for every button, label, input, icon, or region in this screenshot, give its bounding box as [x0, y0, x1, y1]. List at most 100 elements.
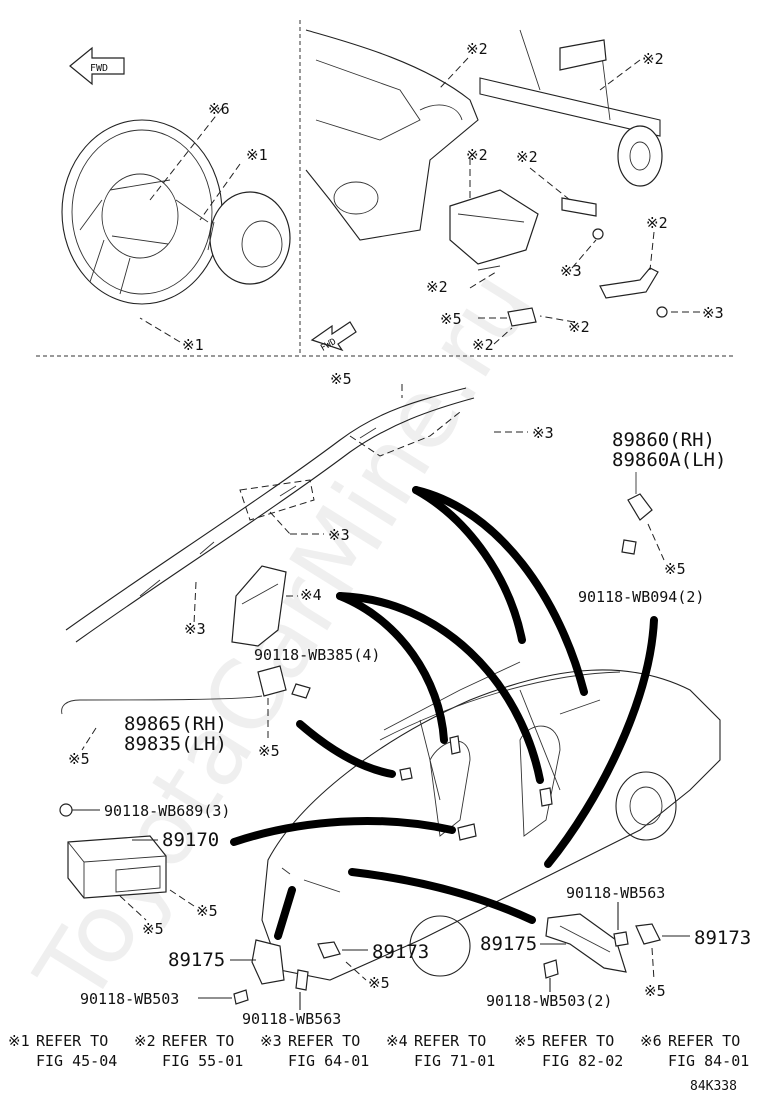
seat-belt-sensor: [61, 665, 311, 715]
legend-text: REFER TO: [288, 1032, 360, 1050]
front-sensor-right: [543, 923, 661, 979]
callout-3-bracket: ※3: [560, 262, 582, 280]
callout-5-belt-sensor: ※5: [258, 742, 280, 760]
legend-text: REFER TO: [162, 1032, 234, 1050]
callout-2-bottom: ※2: [472, 336, 494, 354]
label-wb563-left: 90118-WB563: [242, 1010, 341, 1028]
callout-5-ecu-left: ※5: [142, 920, 164, 938]
label-89860a-lh: 89860A(LH): [612, 449, 726, 471]
legend-fig: FIG 45-04: [36, 1052, 117, 1070]
vehicle-harness-parts: [383, 661, 601, 841]
label-wb563-right: 90118-WB563: [566, 884, 665, 902]
callout-2-lower: ※2: [426, 278, 448, 296]
pointer-seat-airbag-1: [336, 592, 448, 744]
legend-text: REFER TO: [36, 1032, 108, 1050]
brackets: [477, 197, 668, 327]
callout-3-curtain-top: ※3: [532, 424, 554, 442]
cross-beam: [479, 29, 663, 187]
legend-mark: ※2: [134, 1032, 156, 1050]
legend-item-4: ※4 REFER TO FIG 71-01: [386, 1032, 495, 1070]
callout-3-curtain-mid: ※3: [328, 526, 350, 544]
steering-airbag-module: [207, 191, 291, 285]
legend-fig: FIG 55-01: [162, 1052, 243, 1070]
pointer-front-left: [274, 886, 296, 940]
callout-6-wheel: ※6: [208, 100, 230, 118]
label-wb689: 90118-WB689(3): [104, 802, 230, 820]
callout-5-curtain: ※5: [330, 370, 352, 388]
passenger-airbag: [449, 189, 539, 265]
legend-mark: ※4: [386, 1032, 408, 1050]
legend-fig: FIG 71-01: [414, 1052, 495, 1070]
legend-fig: FIG 82-02: [542, 1052, 623, 1070]
callout-5-connector: ※5: [68, 750, 90, 768]
pointer-seat-airbag-2: [336, 592, 544, 784]
callout-2-bracket: ※2: [516, 148, 538, 166]
callout-4-seat: ※4: [300, 586, 322, 604]
callout-5-side-sensor: ※5: [664, 560, 686, 578]
callout-1-airbag: ※1: [246, 146, 268, 164]
callout-3-curtain-bottom: ※3: [184, 620, 206, 638]
airbag-ecu: [59, 803, 167, 899]
callout-3-right: ※3: [702, 304, 724, 322]
fwd-arrow-top-right: FWD: [310, 321, 357, 354]
callout-2-panel: ※2: [466, 40, 488, 58]
callout-5-ecu-right: ※5: [196, 902, 218, 920]
side-sensor-rh: [621, 472, 653, 555]
front-sensor-left: [317, 941, 341, 959]
front-sensor-left-bracket: [251, 939, 309, 991]
callout-5-front-right: ※5: [644, 982, 666, 1000]
legend-text: REFER TO: [414, 1032, 486, 1050]
legend-mark: ※1: [8, 1032, 30, 1050]
label-89175-left: 89175: [168, 949, 225, 971]
callout-2-right: ※2: [646, 214, 668, 232]
label-89835-lh: 89835(LH): [124, 733, 227, 755]
label-wb094: 90118-WB094(2): [578, 588, 704, 606]
label-89860-rh: 89860(RH): [612, 429, 715, 451]
callout-2-knee: ※2: [568, 318, 590, 336]
curtain-airbag: [65, 387, 475, 643]
pointer-curtain-1: [412, 486, 526, 644]
label-89173-left: 89173: [372, 941, 429, 963]
legend-item-1: ※1 REFER TO FIG 45-04: [8, 1032, 117, 1070]
vehicle-body: [261, 669, 721, 981]
diagram-code: 84K338: [690, 1079, 737, 1094]
legend-item-3: ※3 REFER TO FIG 64-01: [260, 1032, 369, 1070]
bolt-wb503-left: [233, 989, 249, 1005]
legend-mark: ※3: [260, 1032, 282, 1050]
legend-mark: ※6: [640, 1032, 662, 1050]
legend-fig: FIG 84-01: [668, 1052, 749, 1070]
pointer-side-sensor: [544, 616, 658, 868]
fwd-label: FWD: [90, 63, 108, 74]
legend-text: REFER TO: [542, 1032, 614, 1050]
legend-mark: ※5: [514, 1032, 536, 1050]
label-89865-rh: 89865(RH): [124, 713, 227, 735]
label-89173-right: 89173: [694, 927, 751, 949]
pointer-belt-sensor: [296, 720, 396, 778]
label-89170: 89170: [162, 829, 219, 851]
legend-item-2: ※2 REFER TO FIG 55-01: [134, 1032, 243, 1070]
instrument-panel: [305, 29, 479, 241]
label-89175-right: 89175: [480, 933, 537, 955]
legend-item-5: ※5 REFER TO FIG 82-02: [514, 1032, 623, 1070]
label-wb503-right: 90118-WB503(2): [486, 992, 612, 1010]
legend-text: REFER TO: [668, 1032, 740, 1050]
steering-wheel: [61, 119, 223, 305]
pointer-front-right: [348, 868, 536, 924]
fwd-arrow-top-left: FWD: [69, 46, 125, 86]
label-wb385: 90118-WB385(4): [254, 646, 380, 664]
seat-side-airbag: [231, 565, 287, 647]
callout-2-beam: ※2: [642, 50, 664, 68]
legend-fig: FIG 64-01: [288, 1052, 369, 1070]
callout-5-panel: ※5: [440, 310, 462, 328]
legend-item-6: ※6 REFER TO FIG 84-01: [640, 1032, 749, 1070]
legend: ※1 REFER TO FIG 45-04 ※2 REFER TO FIG 55…: [8, 1032, 749, 1070]
callout-5-front-left: ※5: [368, 974, 390, 992]
callout-2-airbag: ※2: [466, 146, 488, 164]
callout-1-wheel: ※1: [182, 336, 204, 354]
pointer-ecu: [230, 816, 456, 846]
pointer-curtain-2: [412, 486, 588, 696]
front-sensor-right-bracket: [545, 913, 627, 973]
label-wb503-left: 90118-WB503: [80, 990, 179, 1008]
